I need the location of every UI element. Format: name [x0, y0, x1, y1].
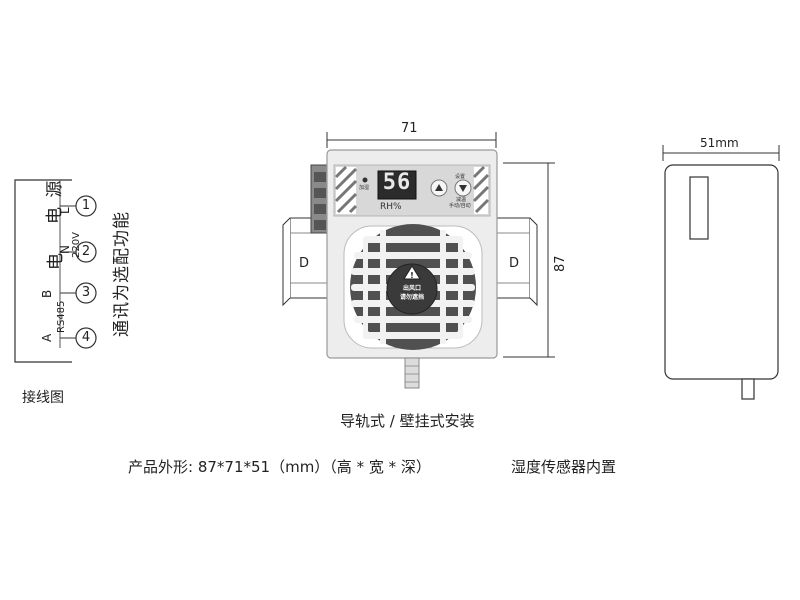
grille-slats	[351, 230, 475, 344]
indicator-led	[362, 177, 368, 183]
warning-disc	[386, 263, 438, 315]
pin-B: B	[40, 289, 54, 298]
wiring-box	[14, 179, 72, 363]
warning-exclamation: !	[410, 271, 414, 280]
rail-mark-left: D	[299, 256, 310, 271]
terminal-screw-3	[314, 204, 326, 214]
hatch-left	[334, 165, 358, 214]
drain-spout	[404, 357, 420, 389]
terminal-2-circle	[75, 241, 97, 263]
terminal-screw-4	[314, 220, 326, 230]
warning-line-2: 请勿遮挡	[399, 294, 424, 301]
warning-line-1: 出风口	[402, 285, 421, 292]
label-manual-auto: 手动/自动	[449, 203, 471, 209]
pin-N: N	[58, 245, 72, 254]
terminal-4-circle	[75, 327, 97, 349]
up-arrow-icon	[435, 184, 443, 191]
side-view-body	[664, 164, 779, 380]
warning-triangle-icon	[403, 265, 421, 280]
side-view-slot	[689, 176, 709, 240]
power-label: 电 源	[45, 178, 65, 224]
comm-note: 通讯为选配功能	[112, 211, 132, 337]
display-value: 56	[382, 170, 412, 195]
sensor-caption: 湿度传感器内置	[511, 458, 617, 476]
display-unit: RH%	[380, 202, 402, 212]
hatch-right	[472, 165, 490, 214]
wiring-caption: 接线图	[22, 390, 64, 406]
power-label-electric: 电	[46, 253, 66, 270]
pin-A: A	[40, 333, 54, 342]
terminal-4-label: 4	[81, 330, 91, 345]
width-dim-label: 71	[401, 121, 418, 136]
bus-label: RS485	[56, 300, 67, 333]
label-humidify: 加湿	[359, 185, 370, 191]
rail-mark-right: D	[509, 256, 520, 271]
din-rail-end-right	[529, 217, 538, 307]
down-arrow-icon	[459, 185, 467, 192]
terminal-1-circle	[75, 195, 97, 217]
side-view-spout	[741, 378, 755, 400]
label-reduce: 减温	[456, 197, 467, 203]
terminal-screw-1	[314, 172, 326, 182]
terminal-3-label: 3	[81, 285, 91, 300]
terminal-screw-2	[314, 188, 326, 198]
terminal-2-label: 2	[81, 244, 91, 259]
depth-dim-label: 51mm	[700, 136, 739, 150]
din-rail-end-left	[282, 217, 291, 307]
display-screen	[377, 170, 417, 200]
mount-caption: 导轨式 / 壁挂式安装	[340, 412, 475, 430]
terminal-3-circle	[75, 282, 97, 304]
height-dim-label: 87	[553, 255, 568, 272]
dimensions-caption: 产品外形: 87*71*51（mm）（高 * 宽 * 深）	[128, 458, 431, 476]
label-set: 设置	[455, 174, 466, 180]
pin-L: L	[58, 207, 72, 214]
terminal-1-label: 1	[81, 198, 91, 213]
